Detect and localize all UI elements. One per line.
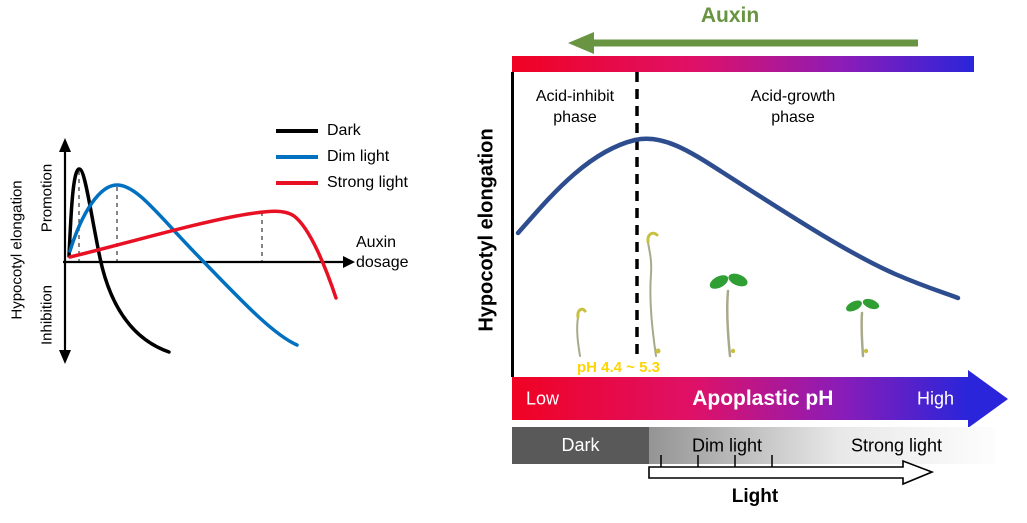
seedling-etiolated-tall <box>646 231 661 357</box>
right-y-axis-label: Hypocotyl elongation <box>475 128 498 332</box>
ph-range-label: pH 4.4 ~ 5.3 <box>577 359 660 376</box>
light-bar-dim-label: Dim light <box>692 435 763 455</box>
acid-inhibit-line2: phase <box>553 109 597 126</box>
seedling-green-short <box>846 298 880 358</box>
x-axis-label-line2: dosage <box>356 254 409 271</box>
light-bar-dark: Dark <box>512 427 649 464</box>
left-x-axis <box>63 256 355 268</box>
acid-inhibit-line1: Acid-inhibit <box>535 88 615 105</box>
dark-line-swatch <box>276 129 318 133</box>
cotyledon-hook-icon <box>646 231 659 244</box>
leaf-icon <box>862 298 880 310</box>
curve-dark <box>67 167 171 354</box>
left-y-axis-label: Hypocotyl elongation <box>8 180 26 320</box>
seed-coat-icon <box>863 348 869 354</box>
legend-item-strong-light: Strong light <box>276 170 408 196</box>
left-y-axis <box>59 138 71 364</box>
leaf-icon <box>728 273 748 287</box>
curve-strong-light <box>68 209 338 300</box>
light-arrow-label: Light <box>731 486 779 507</box>
elongation-curve <box>515 136 961 301</box>
legend-item-dark: Dark <box>276 118 408 144</box>
acid-growth-phase-label: Acid-growth phase <box>715 86 871 128</box>
auxin-arrow <box>568 32 918 54</box>
apoplastic-ph-arrowhead <box>968 370 1008 428</box>
acid-growth-line2: phase <box>771 109 815 126</box>
dim-light-line-swatch <box>276 155 318 159</box>
legend: Dark Dim light Strong light <box>276 118 408 196</box>
apoplastic-ph-arrow: Low Apoplastic pH High <box>512 377 968 420</box>
left-arrowhead-icon <box>568 32 594 54</box>
seed-coat-icon <box>730 348 736 354</box>
legend-label-dark: Dark <box>327 122 361 139</box>
apoplastic-ph-title: Apoplastic pH <box>692 386 834 410</box>
light-bar-dark-label: Dark <box>561 435 600 455</box>
seedling-etiolated-small <box>576 307 587 357</box>
acid-growth-line1: Acid-growth <box>750 88 836 105</box>
cotyledon-hook-icon <box>576 307 587 319</box>
acid-inhibit-phase-label: Acid-inhibit phase <box>520 86 630 128</box>
x-axis-label: Auxin dosage <box>356 233 409 273</box>
apoplastic-low-label: Low <box>526 388 560 408</box>
light-bar-strong-label: Strong light <box>851 435 943 455</box>
apoplastic-high-label: High <box>916 388 954 408</box>
legend-label-strong-light: Strong light <box>327 174 408 191</box>
legend-label-dim-light: Dim light <box>327 148 390 165</box>
light-direction-arrow <box>648 459 935 486</box>
up-arrowhead-icon <box>59 138 71 152</box>
light-bar-gradient: Dim light Strong light <box>649 427 995 464</box>
promotion-label: Promotion <box>38 163 56 233</box>
right-arrowhead-icon <box>343 256 355 268</box>
top-ph-gradient-bar <box>512 56 974 72</box>
leaf-icon <box>846 300 862 312</box>
x-axis-label-line1: Auxin <box>356 234 397 251</box>
inhibition-label: Inhibition <box>38 284 56 346</box>
seed-coat-icon <box>655 348 661 354</box>
down-arrowhead-icon <box>59 350 71 364</box>
seedling-green-medium <box>709 273 748 358</box>
leaf-icon <box>709 275 729 289</box>
auxin-title: Auxin <box>700 4 760 27</box>
legend-item-dim-light: Dim light <box>276 144 408 170</box>
curve-dim-light <box>68 183 299 347</box>
strong-light-line-swatch <box>276 181 318 185</box>
